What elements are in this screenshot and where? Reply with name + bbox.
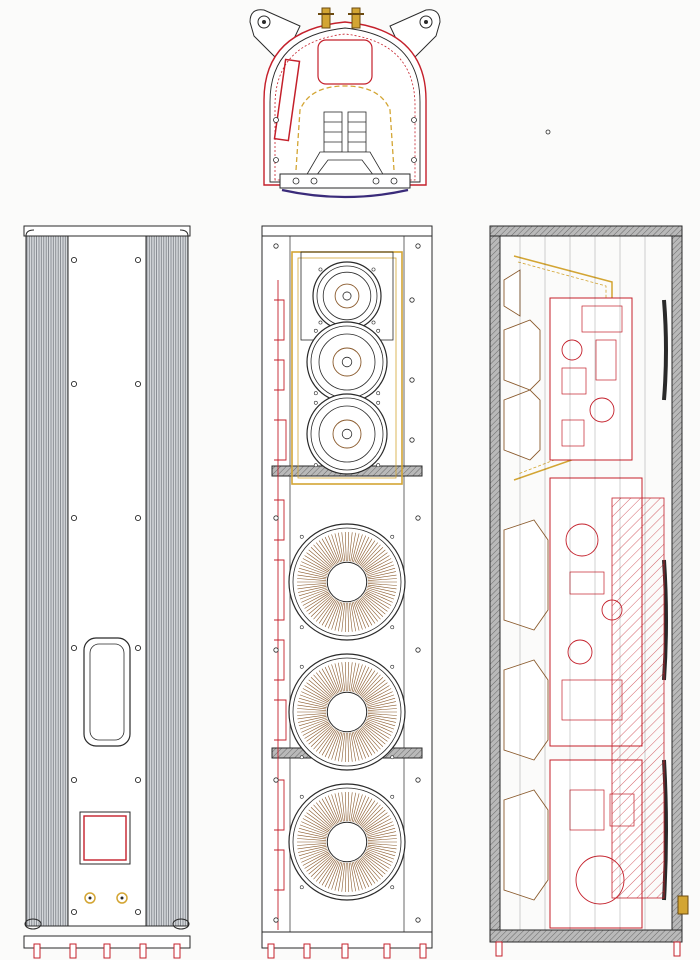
screw-icon [273,515,279,521]
side-section-view [489,225,689,957]
binding-post-icon [677,895,689,915]
screw-icon [273,243,279,249]
screw-icon [134,776,142,784]
screw-icon [134,644,142,652]
screw-icon [409,437,415,443]
front-drivers [288,251,406,901]
binding-post-icon [318,7,364,29]
screw-icon [70,514,78,522]
screw-icon [415,647,421,653]
screw-icon [415,917,421,923]
screw-icon [273,647,279,653]
screw-icon [134,256,142,264]
rear-view [23,225,191,959]
screw-icon [415,515,421,521]
driver-woofer-4 [288,523,406,641]
driver-woofer-5 [288,653,406,771]
screw-icon [415,243,421,249]
driver-woofer-6 [288,783,406,901]
screw-icon [134,908,142,916]
screw-icon [409,377,415,383]
driver-tweeter-1 [300,251,394,341]
screw-icon [134,380,142,388]
driver-midrange-3 [306,393,388,475]
screw-icon [273,917,279,923]
screw-icon [70,380,78,388]
binding-post-icon [84,892,128,904]
screw-icon [70,256,78,264]
screw-icon [134,514,142,522]
screw-icon [70,776,78,784]
screw-icon [70,908,78,916]
screw-icon [415,777,421,783]
screw-icon [409,297,415,303]
front-view [261,225,433,959]
screw-icon [273,777,279,783]
top-view [249,7,551,199]
screw-icon [70,644,78,652]
driver-midrange-2 [306,321,388,403]
